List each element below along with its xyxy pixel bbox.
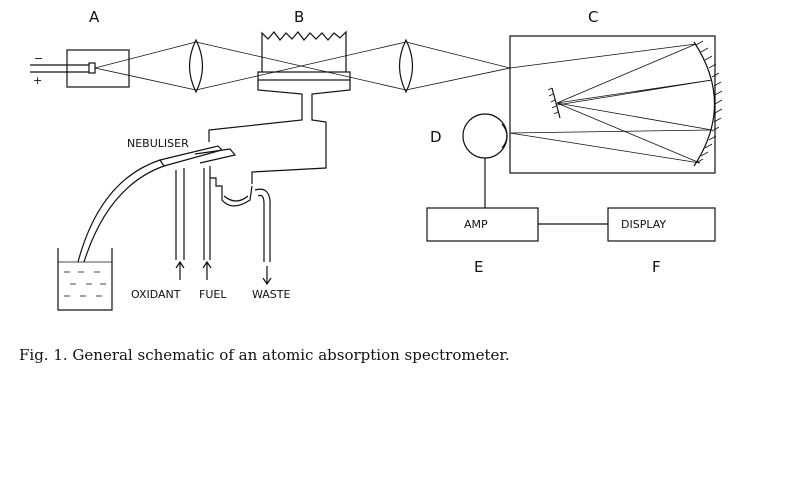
display-box: DISPLAY xyxy=(607,207,716,242)
lamp-source: − + xyxy=(30,49,130,88)
flame-burner xyxy=(208,30,351,184)
plus-terminal: + xyxy=(33,74,42,87)
monochromator xyxy=(509,35,723,174)
detector xyxy=(462,113,508,208)
sample-capillary xyxy=(77,159,165,263)
label-c: C xyxy=(588,8,598,26)
waste-label: WASTE xyxy=(252,288,291,301)
label-e: E xyxy=(474,258,483,276)
figure-caption: Fig. 1. General schematic of an atomic a… xyxy=(19,346,510,364)
light-path xyxy=(94,41,511,91)
label-f: F xyxy=(652,258,661,276)
fuel-label: FUEL xyxy=(199,288,227,301)
display-label: DISPLAY xyxy=(621,218,666,231)
amp-label: AMP xyxy=(464,218,488,231)
flow-arrows xyxy=(175,260,272,286)
label-d: D xyxy=(430,128,442,146)
amp-box: AMP xyxy=(426,207,539,242)
label-a: A xyxy=(89,8,100,26)
oxidant-label: OXIDANT xyxy=(131,288,181,301)
sample-beaker xyxy=(57,248,113,311)
minus-terminal: − xyxy=(34,52,43,65)
nebuliser: NEBULISER xyxy=(127,137,271,262)
label-b: B xyxy=(294,8,304,26)
lens-1 xyxy=(188,38,204,94)
lens-2 xyxy=(398,38,414,94)
nebuliser-label: NEBULISER xyxy=(127,137,189,150)
